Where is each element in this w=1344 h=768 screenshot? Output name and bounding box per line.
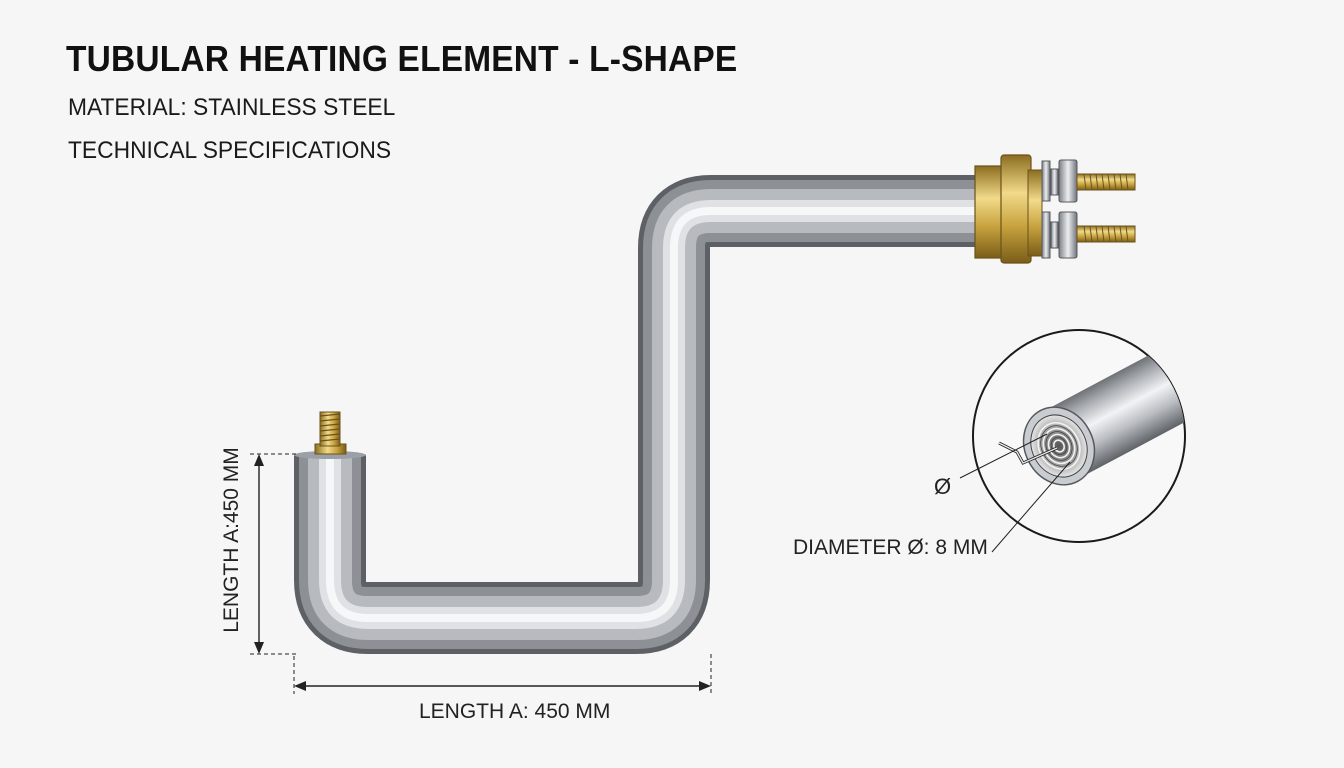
- diameter-label: DIAMETER Ø: 8 MM: [793, 536, 988, 559]
- horizontal-length-label: LENGTH A: 450 MM: [419, 700, 611, 723]
- horizontal-dimension-line: [293, 654, 712, 694]
- page-title: TUBULAR HEATING ELEMENT - L-SHAPE: [66, 38, 738, 79]
- specs-heading: TECHNICAL SPECIFICATIONS: [68, 137, 392, 164]
- steel-tube: [294, 175, 978, 654]
- vertical-length-label: LENGTH A:450 MM: [220, 447, 243, 633]
- brass-terminal-icon: [974, 154, 1136, 264]
- vertical-dimension-line: [250, 453, 296, 655]
- threaded-stud-icon: [314, 411, 347, 455]
- material-label: MATERIAL: STAINLESS STEEL: [68, 94, 396, 121]
- diameter-symbol: Ø: [934, 474, 952, 499]
- tube-end-cap: [294, 451, 366, 459]
- heating-coil-detail-icon: [959, 329, 1186, 553]
